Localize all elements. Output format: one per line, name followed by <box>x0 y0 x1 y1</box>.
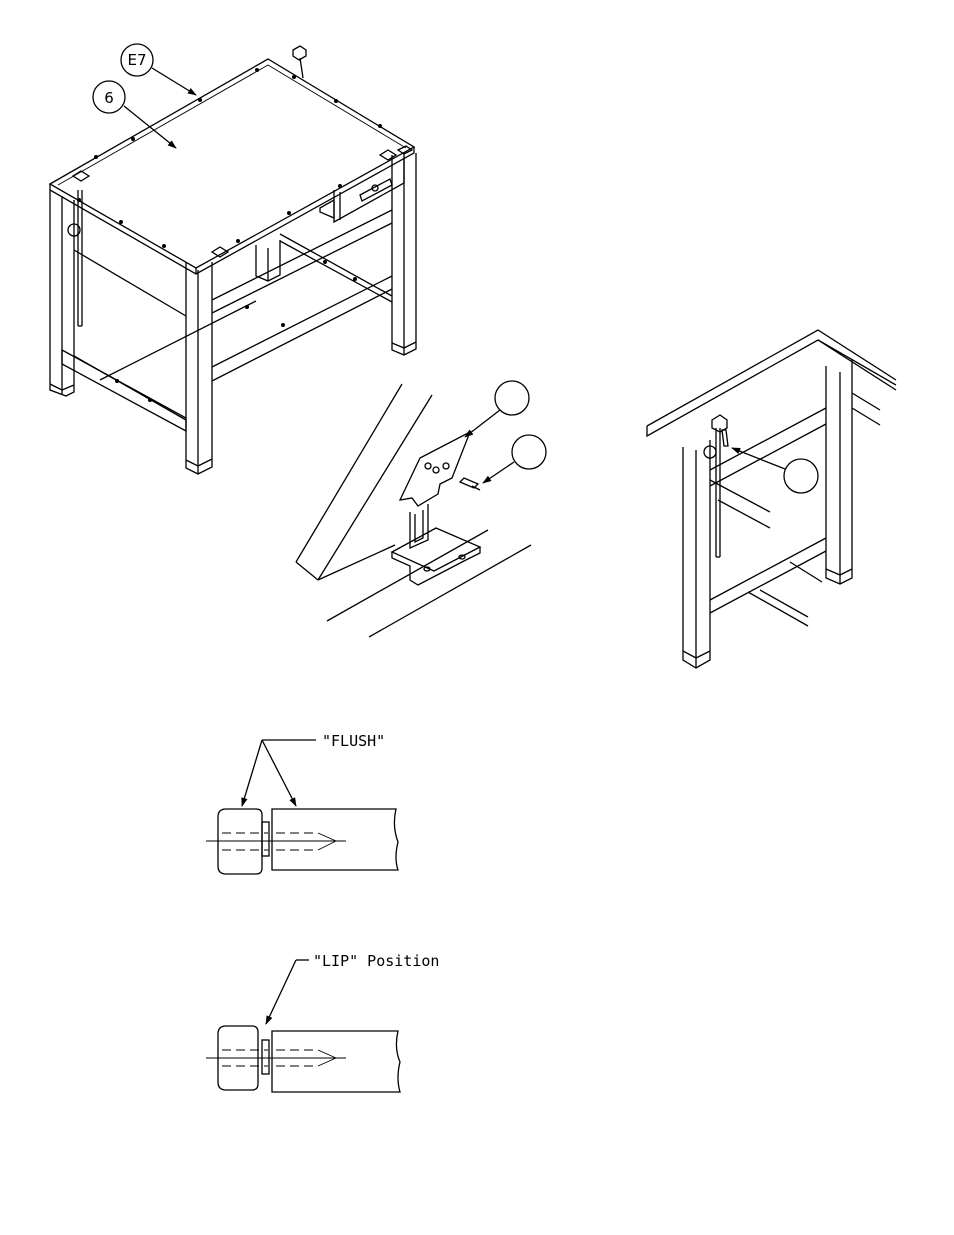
callout-6-label: 6 <box>104 89 114 107</box>
lip-note: "LIP" Position <box>313 952 439 970</box>
stretcher-screws <box>115 260 357 402</box>
pin-corner-detail <box>647 330 896 668</box>
leg-front-right <box>186 262 212 474</box>
pull-rod <box>68 190 82 326</box>
latch-bracket-detail <box>296 384 531 637</box>
stretchers <box>62 210 392 431</box>
callout-e7: E7 <box>121 44 196 95</box>
callout-bracket-b <box>483 435 546 483</box>
flush-note: "FLUSH" <box>322 732 385 750</box>
lip-position-detail: "LIP" Position <box>206 952 439 1092</box>
callout-e7-label: E7 <box>127 51 146 69</box>
callout-pin <box>732 448 818 493</box>
leg-front-left <box>50 190 74 396</box>
callout-bracket-a <box>465 381 529 437</box>
flush-detail: "FLUSH" <box>206 732 398 874</box>
